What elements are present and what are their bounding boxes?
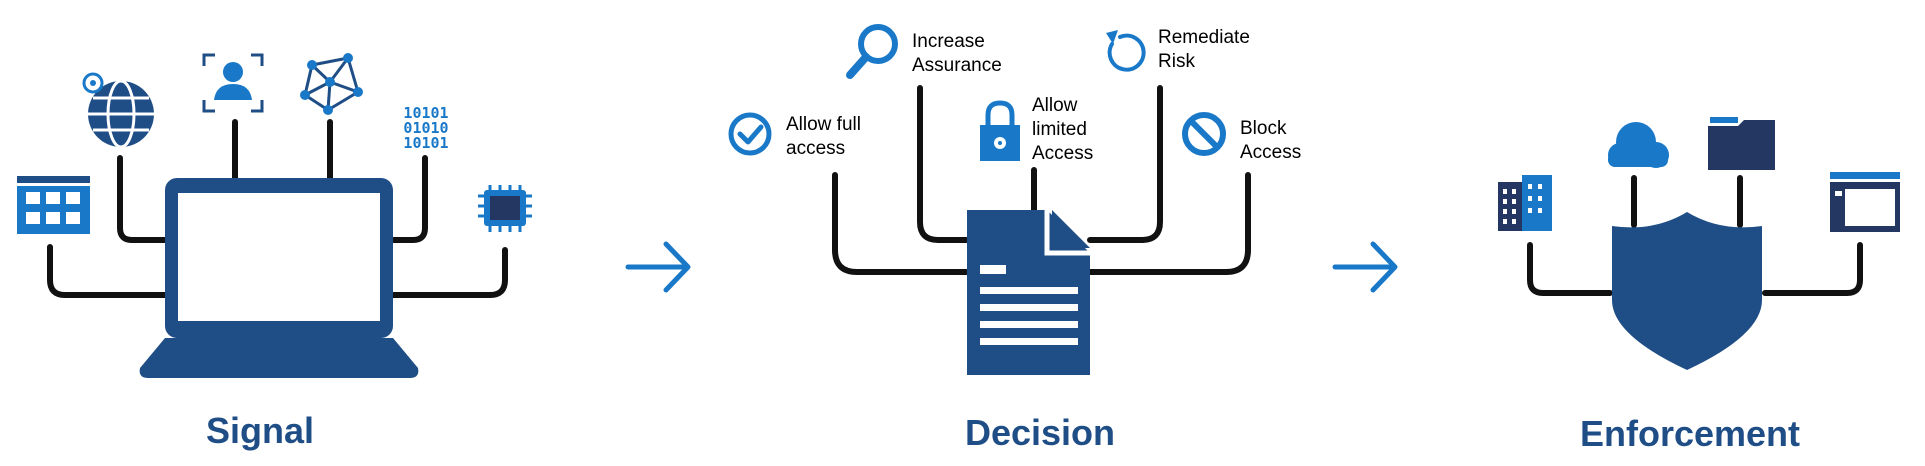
app-grid-icon	[17, 176, 90, 234]
network-nodes-icon	[300, 53, 363, 115]
increase-assurance-label: Increase Assurance	[912, 31, 1002, 76]
enforcement-connectors	[1527, 175, 1863, 296]
magnifier-icon	[846, 24, 898, 79]
block-access-label: Block Access	[1240, 118, 1302, 163]
binary-data-icon: 10101 01010 10101	[403, 104, 448, 152]
svg-text:01010: 01010	[403, 119, 448, 137]
globe-location-icon	[82, 72, 154, 149]
user-identity-icon	[202, 53, 264, 113]
refresh-icon	[1106, 30, 1146, 72]
decision-title: Decision	[964, 412, 1116, 453]
signal-connectors	[47, 119, 508, 298]
browser-window-icon	[1830, 172, 1900, 232]
check-circle-icon	[728, 112, 772, 156]
block-icon	[1182, 112, 1226, 156]
svg-text:10101: 10101	[403, 134, 448, 152]
padlock-icon	[980, 100, 1020, 161]
cloud-icon	[1608, 122, 1669, 168]
folder-icon	[1708, 117, 1775, 170]
remediate-risk-label: Remediate Risk	[1158, 27, 1250, 72]
chip-icon	[478, 185, 532, 232]
building-icon	[1498, 175, 1552, 231]
allow-limited-access-label: Allow limited Access	[1032, 95, 1094, 164]
shield-icon	[1612, 212, 1762, 370]
svg-text:10101: 10101	[403, 104, 448, 122]
arrow-right-icon	[1332, 241, 1398, 293]
allow-full-access-label: Allow full access	[786, 114, 861, 159]
document-icon	[967, 210, 1090, 375]
arrow-right-icon	[625, 241, 691, 293]
signal-title: Signal	[205, 410, 315, 451]
decision-connectors	[832, 85, 1251, 275]
laptop-icon	[139, 178, 419, 378]
enforcement-title: Enforcement	[1579, 413, 1801, 454]
